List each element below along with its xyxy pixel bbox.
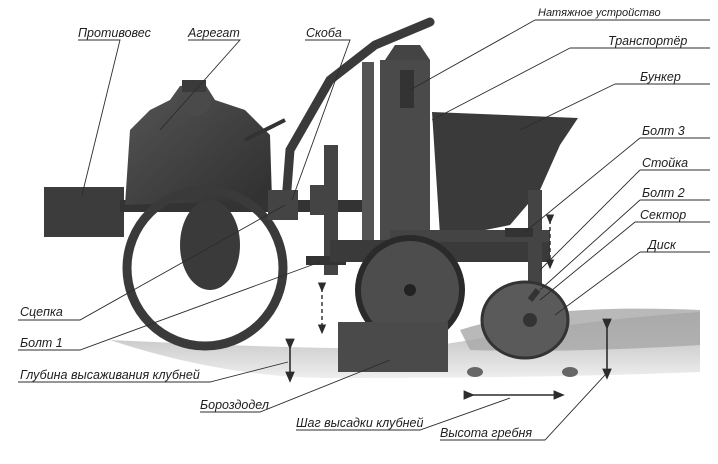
label-stand: Стойка <box>642 156 689 170</box>
leader-disk <box>554 251 710 316</box>
counterweight-block <box>44 187 124 237</box>
leader-sector <box>539 221 710 301</box>
furrower-body <box>338 322 448 372</box>
bolt-3 <box>505 228 533 237</box>
leader-stand <box>539 169 710 271</box>
leader-bolt2 <box>539 199 710 291</box>
leader-step <box>296 397 511 431</box>
leader-bolt1 <box>18 261 321 351</box>
hitch-plate <box>268 190 298 220</box>
label-sector: Сектор <box>640 208 687 222</box>
leader-conveyor <box>431 47 710 121</box>
disk-hub <box>523 313 537 327</box>
leader-depth <box>18 361 289 383</box>
label-hitch: Сцепка <box>20 305 63 319</box>
engine-unit <box>125 84 272 205</box>
sector-arm <box>527 288 541 302</box>
tuber-right <box>562 367 578 377</box>
planting-wheel-hub <box>404 284 416 296</box>
conveyor-top <box>385 45 430 60</box>
label-planting-depth: Глубина высаживания клубней <box>20 368 200 382</box>
drive-wheel <box>122 185 288 351</box>
label-unit: Агрегат <box>188 26 240 40</box>
engine-top <box>182 80 206 92</box>
tuber-left <box>467 367 483 377</box>
label-bolt1: Болт 1 <box>20 336 63 350</box>
leader-ridge <box>440 374 606 441</box>
leader-counterweight <box>78 39 121 196</box>
label-disk: Диск <box>648 238 676 252</box>
hitch-post <box>310 185 328 215</box>
handle-bar <box>280 17 435 220</box>
leader-hitch <box>18 204 286 321</box>
label-planting-step: Шаг высадки клубней <box>296 416 424 430</box>
label-hopper: Бункер <box>640 70 681 84</box>
label-counterweight: Противовес <box>78 26 151 40</box>
leader-unit <box>159 39 242 131</box>
leader-bolt3 <box>524 137 710 233</box>
leader-tensioner <box>409 19 710 91</box>
label-bolt3: Болт 3 <box>642 124 685 138</box>
tower-rail <box>362 62 374 262</box>
leader-bracket <box>291 39 351 201</box>
label-furrower: Бороздодел <box>200 398 269 412</box>
label-tensioner: Натяжное устройство <box>538 7 661 19</box>
label-bracket: Скоба <box>306 26 342 40</box>
leader-furrower <box>200 359 391 413</box>
label-bolt2: Болт 2 <box>642 186 685 200</box>
hopper <box>432 112 578 235</box>
label-conveyor: Транспортёр <box>608 34 688 48</box>
hitch-bolt-1 <box>306 256 346 265</box>
label-ridge-height: Высота гребня <box>440 426 533 440</box>
tensioner <box>400 70 414 108</box>
rear-stand <box>528 190 542 295</box>
wheel-hub-housing <box>180 200 240 290</box>
leader-hopper <box>519 83 710 131</box>
engine-lever <box>244 118 286 142</box>
